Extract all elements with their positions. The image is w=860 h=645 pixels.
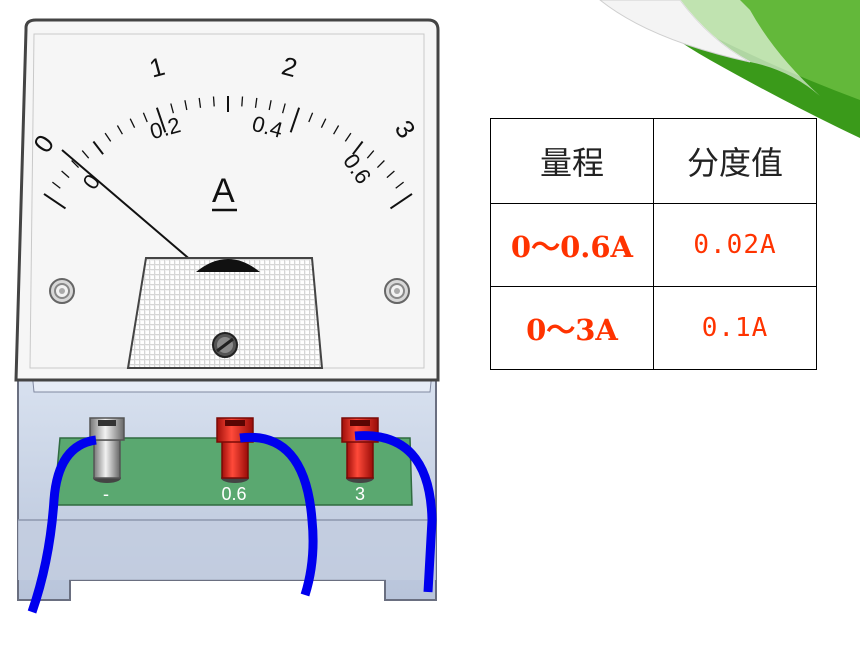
range-table: 量程 分度值 0～0.6A 0.02A 0～3A 0.1A bbox=[490, 118, 817, 370]
table-row: 0～3A 0.1A bbox=[490, 286, 817, 370]
ammeter: 0 1 2 3 0 0.2 0.4 0.6 A bbox=[14, 18, 440, 614]
table-header-row: 量程 分度值 bbox=[490, 118, 817, 204]
range-cell: 0～3A bbox=[490, 286, 654, 370]
scale-tick bbox=[92, 140, 104, 155]
wire-0.6 bbox=[239, 432, 318, 597]
division-cell: 0.1A bbox=[653, 286, 817, 370]
scale-tick bbox=[170, 103, 175, 114]
scale-tick bbox=[61, 170, 70, 179]
scale-tick bbox=[129, 118, 136, 128]
terminal-label: - bbox=[103, 484, 109, 504]
scale-tick bbox=[241, 96, 244, 107]
wire-negative bbox=[27, 435, 97, 614]
scale-tick bbox=[51, 181, 61, 189]
meter-window bbox=[126, 257, 324, 369]
range-cell: 0～0.6A bbox=[490, 203, 654, 287]
scale-tick bbox=[395, 181, 405, 189]
screw-icon bbox=[384, 278, 410, 304]
table-row: 0～0.6A 0.02A bbox=[490, 203, 817, 287]
division-cell: 0.02A bbox=[653, 203, 817, 287]
scale-tick bbox=[184, 100, 188, 111]
scale-tick bbox=[389, 193, 413, 210]
header-division: 分度值 bbox=[653, 118, 817, 204]
wire-3 bbox=[354, 431, 437, 593]
needle-pivot bbox=[196, 259, 260, 272]
page-curl-icon bbox=[599, 0, 860, 138]
header-range: 量程 bbox=[490, 118, 654, 204]
scale-tick bbox=[212, 96, 215, 107]
terminal-3[interactable] bbox=[341, 417, 379, 483]
screw-icon bbox=[49, 278, 75, 304]
scale-tick bbox=[198, 97, 202, 108]
scale-tick bbox=[344, 132, 352, 142]
scale-tick bbox=[254, 97, 258, 108]
scale-tick bbox=[352, 140, 364, 155]
terminal-label: 0.6 bbox=[221, 484, 246, 504]
scale-tick bbox=[386, 170, 395, 179]
needle bbox=[61, 149, 201, 269]
scale-tick bbox=[376, 160, 385, 169]
terminal-0.6[interactable] bbox=[216, 417, 254, 483]
scale-tick bbox=[104, 132, 112, 142]
meter-face bbox=[14, 18, 440, 382]
scale-tick bbox=[320, 118, 327, 128]
scale-tick bbox=[142, 112, 148, 123]
scale-tick bbox=[155, 107, 167, 133]
scale-tick bbox=[308, 112, 314, 123]
scale-tick bbox=[281, 103, 286, 114]
scale-tick bbox=[333, 125, 340, 135]
scale-tick bbox=[289, 107, 301, 133]
scale-tick bbox=[116, 125, 123, 135]
terminal-label: 3 bbox=[355, 484, 365, 504]
terminal-negative[interactable] bbox=[89, 417, 125, 483]
scale-tick bbox=[81, 150, 90, 159]
meter-scale bbox=[43, 96, 413, 210]
scale-tick bbox=[71, 160, 80, 169]
zero-adjust-icon[interactable] bbox=[212, 332, 238, 358]
scale-tick bbox=[268, 100, 272, 111]
scale-tick bbox=[366, 150, 375, 159]
scale-tick bbox=[43, 193, 67, 210]
unit-symbol: A bbox=[212, 172, 235, 210]
